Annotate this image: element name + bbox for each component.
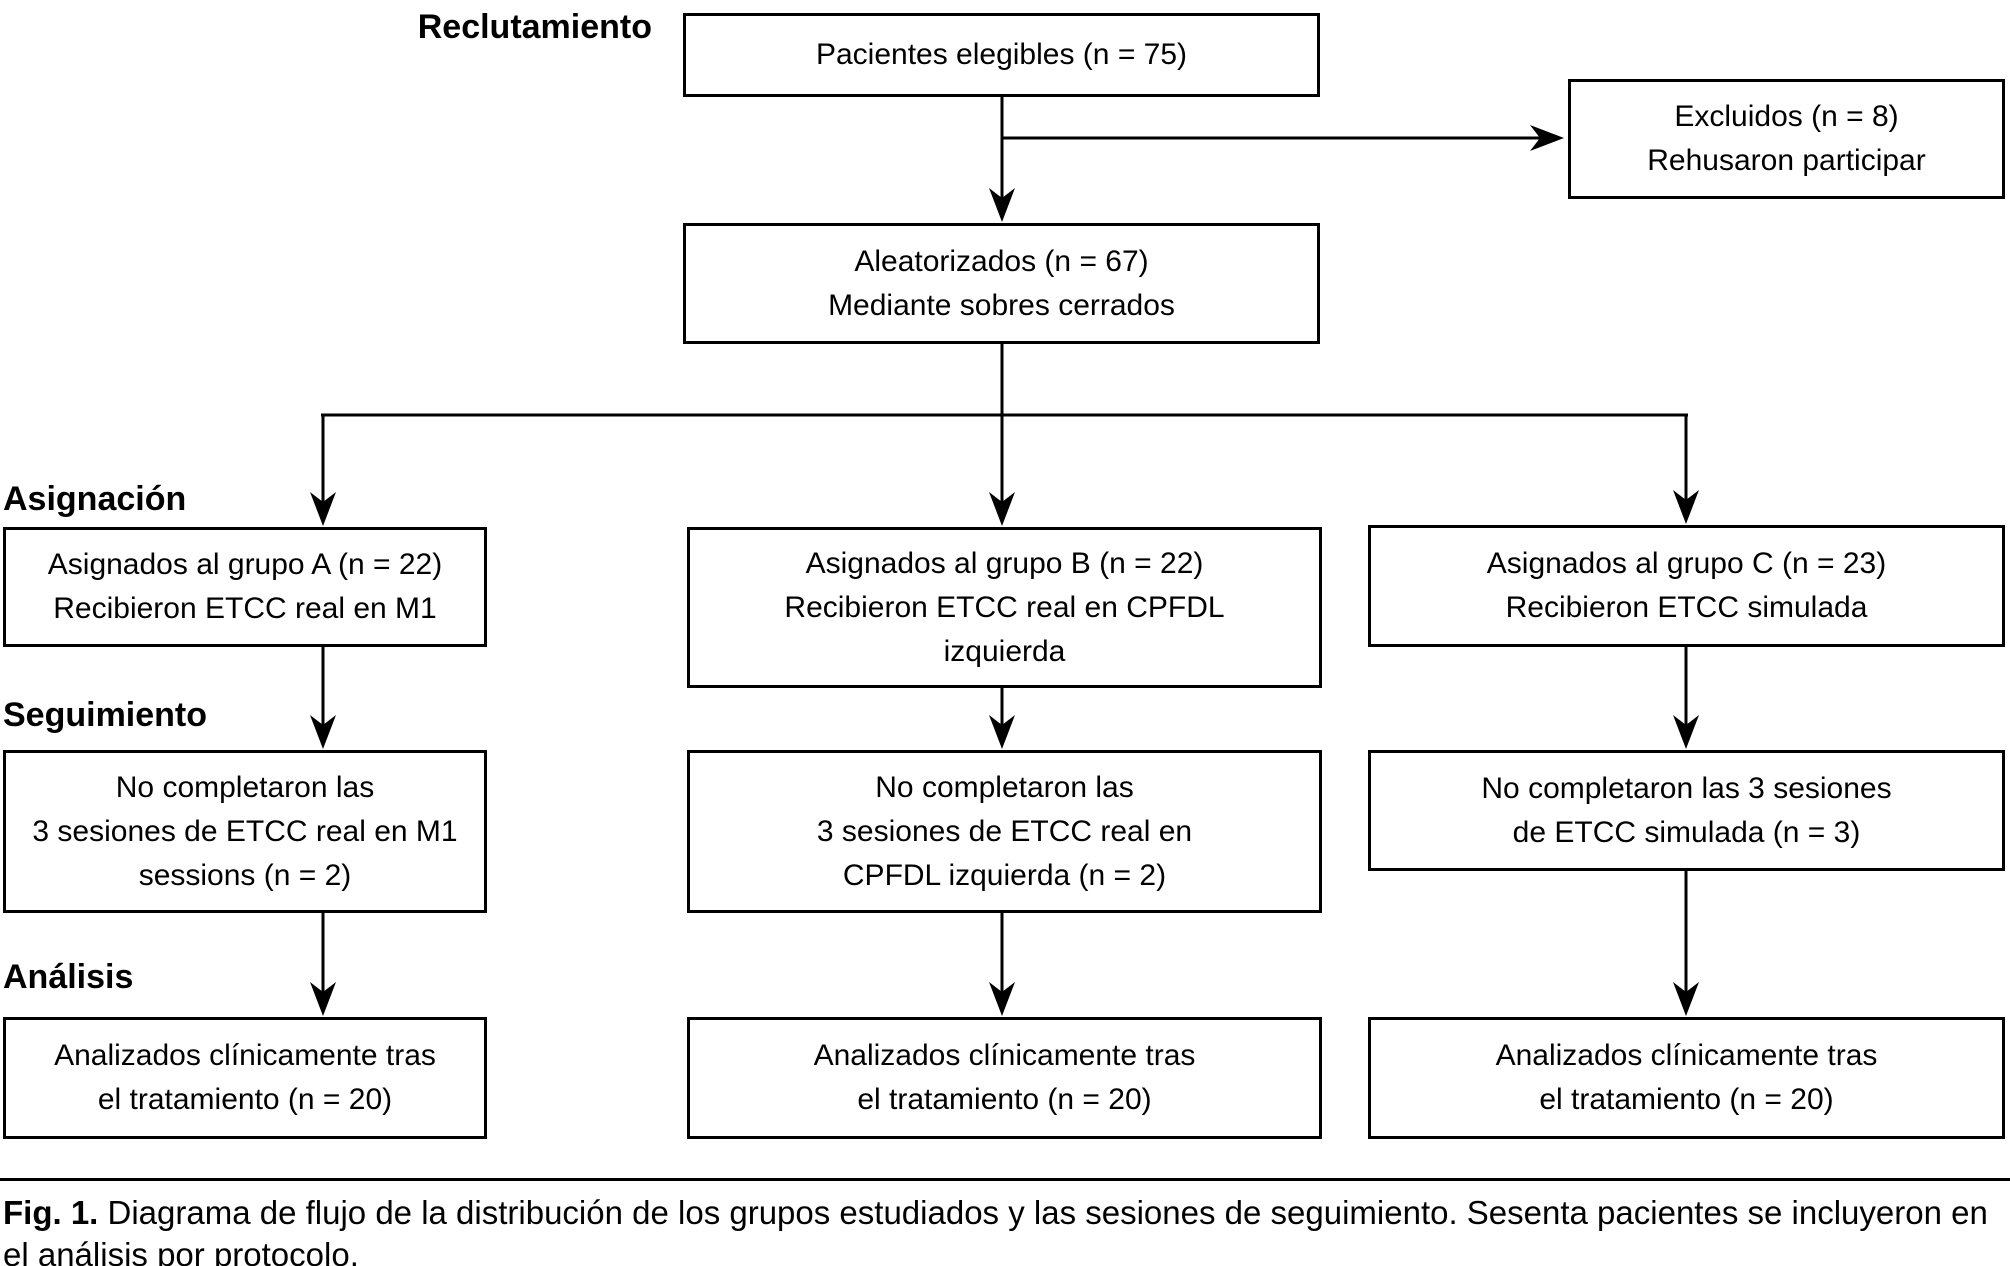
stage-label-allocation: Asignación (3, 480, 187, 518)
box-excluded-line: Excluidos (n = 8) (1674, 100, 1899, 133)
box-analysis-b-line: el tratamiento (n = 20) (857, 1083, 1152, 1116)
box-followup-c-line: No completaron las 3 sesiones (1481, 771, 1892, 805)
box-analysis-c-line: Analizados clínicamente tras (1495, 1039, 1878, 1072)
box-analysis-a-line: el tratamiento (n = 20) (97, 1083, 393, 1116)
box-analysis-b: Analizados clínicamente tras el tratamie… (687, 1017, 1322, 1139)
box-followup-a-line: 3 sesiones de ETCC real en M1 (32, 814, 458, 848)
figure-caption-label: Fig. 1. (3, 1194, 99, 1231)
box-analysis-b-line: Analizados clínicamente tras (813, 1039, 1196, 1072)
box-analysis-a: Analizados clínicamente tras el tratamie… (3, 1017, 487, 1139)
box-followup-a-line: No completaron las (115, 770, 375, 804)
box-followup-c-line: de ETCC simulada (n = 3) (1512, 815, 1861, 849)
box-followup-b-line: 3 sesiones de ETCC real en (816, 814, 1193, 848)
box-excluded-line: Rehusaron participar (1647, 144, 1926, 177)
box-excluded: Excluidos (n = 8) Rehusaron participar (1568, 79, 2005, 199)
stage-label-recruitment: Reclutamiento (417, 8, 652, 46)
box-group-a-line: Recibieron ETCC real en M1 (53, 592, 437, 625)
stage-label-analysis: Análisis (3, 958, 134, 996)
box-analysis-c-line: el tratamiento (n = 20) (1539, 1083, 1834, 1116)
caption-divider (0, 1178, 2010, 1181)
box-followup-b-line: CPFDL izquierda (n = 2) (842, 858, 1167, 892)
stage-label-followup: Seguimiento (3, 696, 208, 734)
box-group-c: Asignados al grupo C (n = 23) Recibieron… (1368, 525, 2005, 647)
box-followup-b-line: No completaron las (875, 770, 1134, 804)
box-followup-a-line: sessions (n = 2) (138, 858, 352, 892)
box-followup-b: No completaron las 3 sesiones de ETCC re… (687, 750, 1322, 913)
box-followup-a: No completaron las 3 sesiones de ETCC re… (3, 750, 487, 913)
box-group-a-line: Asignados al grupo A (n = 22) (47, 548, 443, 581)
box-eligible: Pacientes elegibles (n = 75) (683, 13, 1320, 97)
box-randomized-line: Mediante sobres cerrados (828, 288, 1175, 322)
figure-caption: Fig. 1. Diagrama de flujo de la distribu… (3, 1192, 2007, 1266)
box-analysis-c: Analizados clínicamente tras el tratamie… (1368, 1017, 2005, 1139)
box-followup-c: No completaron las 3 sesiones de ETCC si… (1368, 750, 2005, 871)
box-group-a: Asignados al grupo A (n = 22) Recibieron… (3, 527, 487, 647)
box-group-c-line: Recibieron ETCC simulada (1505, 591, 1868, 624)
box-group-b-line: izquierda (943, 634, 1066, 668)
box-group-b-line: Asignados al grupo B (n = 22) (805, 546, 1204, 580)
box-group-b: Asignados al grupo B (n = 22) Recibieron… (687, 527, 1322, 688)
figure-caption-text: Diagrama de flujo de la distribución de … (3, 1194, 1988, 1266)
box-analysis-a-line: Analizados clínicamente tras (54, 1039, 436, 1072)
box-group-b-line: Recibieron ETCC real en CPFDL (784, 590, 1225, 624)
box-group-c-line: Asignados al grupo C (n = 23) (1486, 547, 1887, 580)
box-randomized: Aleatorizados (n = 67) Mediante sobres c… (683, 223, 1320, 344)
box-randomized-line: Aleatorizados (n = 67) (854, 244, 1149, 278)
box-eligible-line: Pacientes elegibles (n = 75) (815, 38, 1188, 71)
